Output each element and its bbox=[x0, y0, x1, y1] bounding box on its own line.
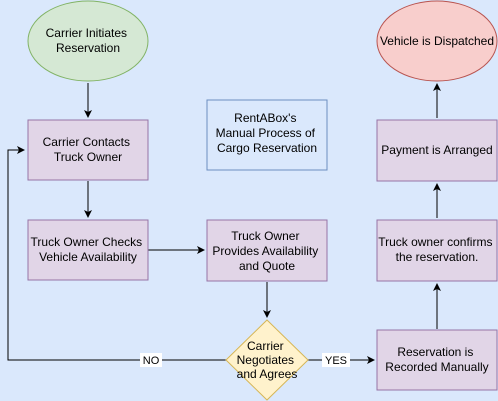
contact-node-label: Carrier Contacts Truck Owner bbox=[43, 135, 134, 164]
edges: NO YES bbox=[7, 83, 441, 367]
provide-node-line-1: Truck Owner bbox=[231, 229, 299, 243]
record-node-line-1: Reservation is bbox=[397, 345, 473, 359]
check-node[interactable]: Truck Owner Checks Vehicle Availability bbox=[27, 219, 149, 281]
provide-node-label: Truck Owner Provides Availability and Qu… bbox=[212, 229, 321, 273]
record-node-line-2: Recorded Manually bbox=[385, 360, 488, 374]
payment-node-label: Payment is Arranged bbox=[381, 143, 492, 157]
edge-label-no: NO bbox=[140, 353, 162, 367]
provide-node[interactable]: Truck Owner Provides Availability and Qu… bbox=[206, 219, 328, 282]
confirm-node-line-1: Truck owner confirms bbox=[378, 235, 492, 249]
decision-node-line-3: and Agrees bbox=[237, 367, 298, 381]
nodes: Carrier Initiates Reservation Carrier Co… bbox=[27, 0, 498, 401]
contact-node-line-1: Carrier Contacts bbox=[43, 135, 130, 149]
check-node-line-2: Vehicle Availability bbox=[39, 250, 137, 264]
end-node[interactable]: Vehicle is Dispatched bbox=[376, 0, 498, 82]
end-node-label: Vehicle is Dispatched bbox=[380, 34, 494, 48]
payment-node[interactable]: Payment is Arranged bbox=[376, 119, 498, 182]
provide-node-line-3: and Quote bbox=[239, 259, 295, 273]
decision-node[interactable]: Carrier Negotiates and Agrees bbox=[225, 319, 309, 401]
contact-node-line-2: Truck Owner bbox=[54, 150, 122, 164]
note-line-3: Cargo Reservation bbox=[217, 141, 317, 155]
start-node-label: Carrier Initiates Reservation bbox=[46, 26, 131, 55]
yes-label-text: YES bbox=[325, 355, 347, 367]
provide-node-line-2: Provides Availability bbox=[212, 244, 318, 258]
process-title-note-label: RentABox's Manual Process of Cargo Reser… bbox=[216, 111, 319, 155]
no-label-text: NO bbox=[143, 355, 160, 367]
record-node[interactable]: Reservation is Recorded Manually bbox=[376, 329, 498, 391]
confirm-node-line-2: the reservation. bbox=[396, 250, 479, 264]
decision-node-line-2: Negotiates bbox=[237, 353, 294, 367]
confirm-node[interactable]: Truck owner confirms the reservation. bbox=[376, 219, 498, 282]
note-line-1: RentABox's bbox=[234, 111, 296, 125]
payment-node-line-1: Payment is Arranged bbox=[381, 143, 492, 157]
record-node-label: Reservation is Recorded Manually bbox=[385, 345, 488, 374]
end-node-line-1: Vehicle is Dispatched bbox=[380, 34, 494, 48]
start-node[interactable]: Carrier Initiates Reservation bbox=[27, 0, 149, 82]
check-node-line-1: Truck Owner Checks bbox=[31, 235, 143, 249]
note-line-2: Manual Process of bbox=[216, 126, 316, 140]
decision-node-label: Carrier Negotiates and Agrees bbox=[237, 339, 298, 381]
check-node-label: Truck Owner Checks Vehicle Availability bbox=[31, 235, 146, 264]
confirm-node-label: Truck owner confirms the reservation. bbox=[378, 235, 496, 264]
process-title-note: RentABox's Manual Process of Cargo Reser… bbox=[206, 99, 328, 171]
start-node-line-1: Carrier Initiates bbox=[46, 26, 127, 40]
edge-decision-no-loop bbox=[7, 146, 226, 361]
decision-node-line-1: Carrier bbox=[247, 339, 284, 353]
contact-node[interactable]: Carrier Contacts Truck Owner bbox=[27, 119, 149, 181]
start-node-line-2: Reservation bbox=[56, 41, 120, 55]
edge-label-yes: YES bbox=[322, 353, 350, 367]
